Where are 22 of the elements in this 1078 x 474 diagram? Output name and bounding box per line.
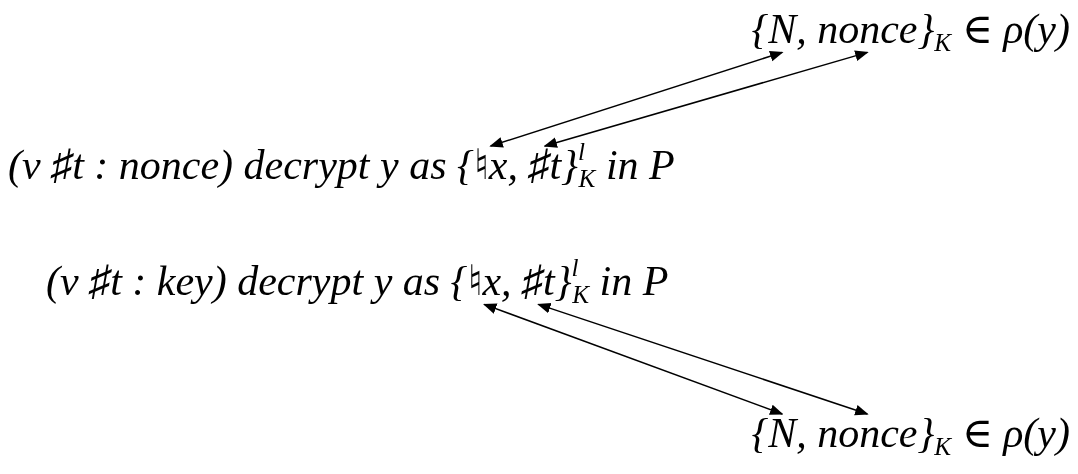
- formula-term: N: [768, 4, 797, 55]
- formula-text: }$_{K}$ ∈ ρ(y): [917, 5, 1070, 55]
- formula-term: ♮x: [473, 140, 508, 191]
- formula-term: ♮x: [467, 256, 502, 307]
- formula-text: {: [751, 409, 769, 458]
- formula-text: (ν ♯t : nonce) decrypt y as {: [8, 141, 474, 190]
- formula-text: ,: [501, 257, 512, 306]
- formula-text: (ν ♯t : key) decrypt y as {: [46, 257, 468, 306]
- formula-text: ,: [507, 141, 518, 190]
- formula-term: nonce: [817, 4, 918, 55]
- formula-term: N: [768, 408, 797, 459]
- arrow: [483, 303, 784, 415]
- arrow: [489, 50, 784, 148]
- formula-text: {: [751, 5, 769, 54]
- arrow: [543, 50, 869, 148]
- formula-text: }$_{K}$ ∈ ρ(y): [917, 409, 1070, 459]
- formula-term: nonce: [817, 408, 918, 459]
- arrow: [537, 303, 869, 416]
- formula-text: }$^{l}$$_{K}$ in P: [554, 256, 669, 307]
- formula-text: }$^{l}$$_{K}$ in P: [561, 140, 675, 191]
- formula-term: ♯t: [528, 140, 562, 191]
- formula-term: ♯t: [522, 256, 555, 307]
